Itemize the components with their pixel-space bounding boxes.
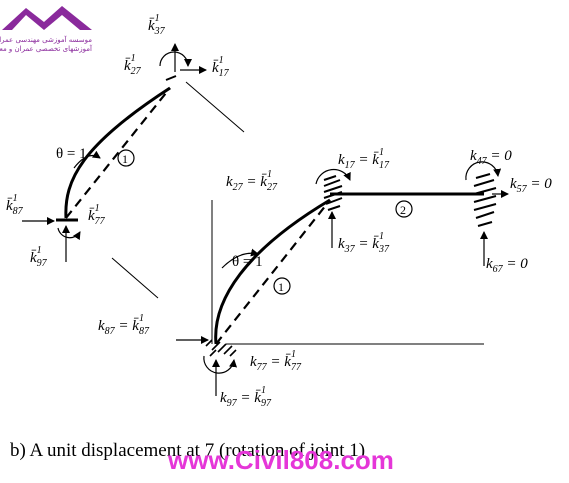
lower-k47-label: k47 = 0	[470, 148, 512, 167]
lower-bottom-support-hatch	[205, 339, 237, 357]
lower-joint1-hatch	[323, 175, 343, 211]
upper-k77-moment-arc	[57, 227, 81, 241]
upper-k97-label: k̄971	[30, 245, 48, 269]
lower-member1-circle	[273, 277, 291, 295]
upper-k27-label: k̄271	[124, 53, 142, 77]
lower-k47-moment-arc	[465, 161, 502, 181]
upper-figure	[22, 43, 207, 262]
lower-theta-label: θ = 1	[232, 254, 263, 270]
upper-k17-label: k̄171	[212, 55, 230, 79]
logo-mark-icon	[2, 6, 92, 30]
connector-line-bottom	[111, 257, 159, 299]
upper-k37-label: k̄371	[148, 13, 166, 37]
upper-undeformed-member	[65, 87, 171, 219]
connector-lines	[111, 81, 245, 299]
upper-member1-label: 1	[122, 152, 128, 166]
lower-k17-moment-arc	[315, 168, 351, 185]
lower-member2-label: 2	[400, 203, 406, 217]
lower-theta-arc	[221, 248, 259, 269]
figure-caption: b) A unit displacement at 7 (rotation of…	[10, 440, 365, 461]
lower-k97-label: k97 = k̄971	[220, 385, 272, 409]
lower-member1-label: 1	[278, 280, 284, 294]
lower-k77-moment-arc	[203, 355, 238, 374]
upper-k77-label: k̄771	[88, 203, 106, 227]
upper-deformed-member	[64, 86, 171, 219]
lower-k87-label: k87 = k̄871	[98, 313, 150, 337]
upper-member1-circle	[117, 149, 135, 167]
lower-right-support-hatch	[473, 173, 497, 227]
lower-deformed-column	[214, 198, 331, 345]
lower-k77-label: k77 = k̄771	[250, 349, 302, 373]
lower-undeformed-column	[215, 199, 331, 345]
upper-theta-arc	[73, 150, 101, 169]
lower-k67-label: k67 = 0	[486, 256, 528, 275]
upper-k27-moment-arc	[159, 51, 192, 67]
institute-logo: موسسه آموزشی مهندسی عمران آموزشهای تخصصی…	[0, 6, 93, 53]
lower-member2-circle	[395, 200, 413, 218]
upper-theta-label: θ = 1	[56, 146, 87, 162]
logo-text-line2: آموزشهای تخصصی عمران و معماری	[0, 44, 93, 53]
lower-k37-label: k37 = k̄371	[338, 231, 390, 255]
watermark-text: www.Civil808.com	[167, 445, 394, 475]
upper-k87-label: k̄871	[6, 193, 24, 217]
lower-figure	[176, 161, 509, 396]
connector-line-top	[185, 81, 245, 133]
logo-text-line1: موسسه آموزشی مهندسی عمران	[0, 35, 92, 44]
upper-top-joint-mark	[165, 75, 177, 81]
lower-k57-label: k57 = 0	[510, 176, 552, 195]
lower-k17-label: k17 = k̄171	[338, 147, 390, 171]
lower-k27-label: k27 = k̄271	[226, 169, 278, 193]
